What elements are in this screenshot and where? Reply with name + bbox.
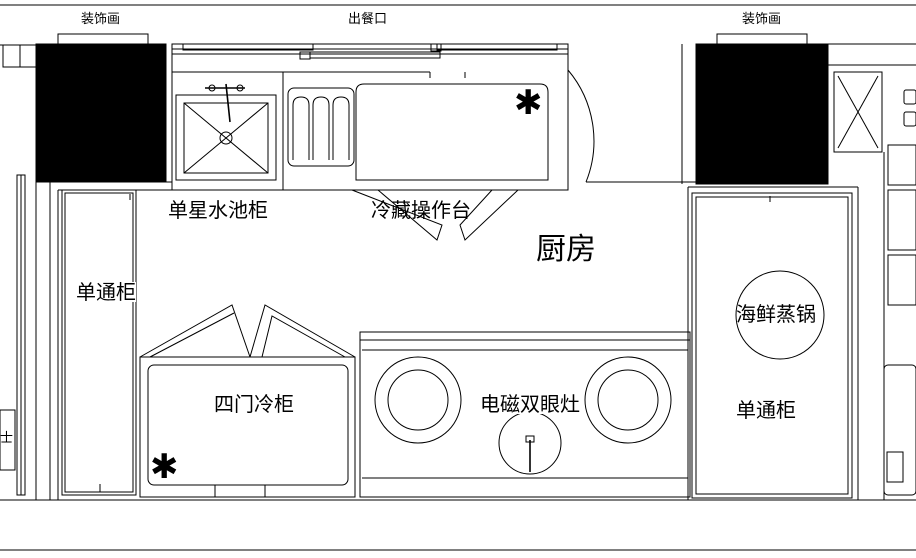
left-cabinet-label: 单通柜: [76, 280, 136, 304]
four-door-fridge: [139, 356, 356, 498]
left-cabinet: [61, 189, 137, 496]
burner-right: [584, 356, 672, 444]
asterisk-marker-workbench: ✱: [514, 83, 543, 123]
sink-drain: [219, 131, 233, 145]
fridge-workbench-label: 冷藏操作台: [371, 198, 471, 222]
left-edge-fixture: [0, 409, 16, 471]
decor-right-ledge: [716, 33, 808, 45]
right-edge-appliance: [883, 364, 916, 496]
drainboard-groove: [332, 96, 350, 160]
sink-outer: [175, 94, 277, 181]
burner-left: [374, 356, 462, 444]
sink-basin: [183, 102, 269, 174]
window-pane: [309, 51, 441, 59]
decor-right-block: [695, 43, 829, 185]
right-fixture-box: [833, 71, 883, 153]
seafood-steamer: [735, 270, 825, 360]
workbench-surface: [355, 83, 549, 181]
right-cabinet-label: 单通柜: [736, 398, 796, 422]
window-pane: [436, 43, 558, 51]
induction-stove: [359, 331, 691, 498]
four-door-fridge-label: 四门冷柜: [214, 392, 294, 416]
decor-right-label: 装饰画: [742, 12, 782, 27]
serving-window-label: 出餐口: [348, 12, 388, 27]
seafood-steamer-label: 海鲜蒸锅: [736, 302, 816, 326]
decor-left-label: 装饰画: [81, 12, 121, 27]
drainboard-groove: [312, 96, 330, 160]
door-swing-arc: [567, 69, 595, 183]
workbench-door-left: [351, 189, 443, 241]
sink-cabinet-label: 单星水池柜: [168, 198, 268, 222]
workbench-door-right: [459, 189, 519, 241]
drainboard-groove: [292, 96, 310, 160]
induction-stove-label: 电磁双眼灶: [480, 392, 580, 416]
faucet-spout: [225, 83, 231, 123]
right-cabinet: [691, 192, 853, 499]
fridge-door-right: [249, 304, 356, 358]
left-edge-char: 士: [0, 431, 14, 446]
fridge-door-left: [139, 304, 251, 358]
kitchen-label: 厨房: [536, 232, 596, 267]
decor-left-block: [35, 43, 167, 183]
window-pane: [182, 43, 314, 51]
decor-left-ledge: [57, 33, 149, 45]
asterisk-marker-fridge: ✱: [150, 447, 179, 487]
top-counter: [171, 53, 569, 191]
